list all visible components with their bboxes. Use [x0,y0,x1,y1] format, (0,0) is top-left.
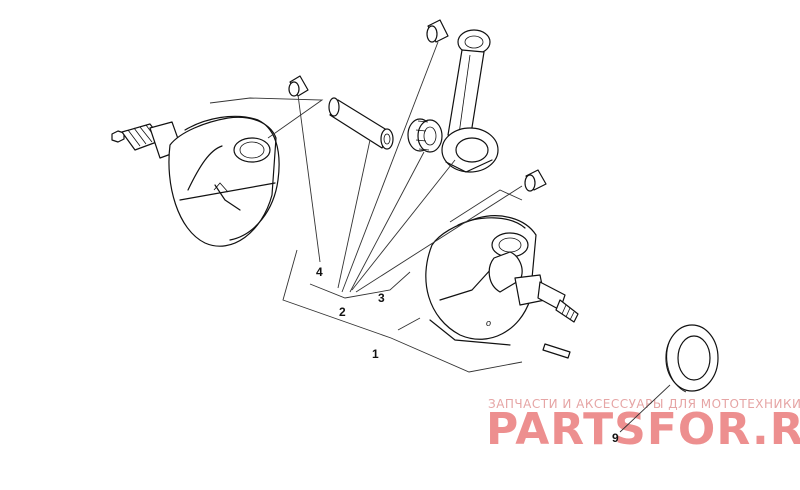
callout-9: 9 [612,431,619,445]
watermark: ЗАПЧАСТИ И АКСЕССУАРЫ ДЛЯ МОТОТЕХНИКИ PA… [486,397,800,455]
callout-numbers: 4 2 3 1 9 [316,265,619,445]
callout-4: 4 [316,265,323,279]
thrust-washer [665,324,719,393]
callout-3: 3 [378,291,385,305]
stamp-mark: o [486,318,491,328]
left-bushing [288,75,309,97]
connecting-rod [441,29,499,173]
callout-2: 2 [339,305,346,319]
right-bushing [524,169,547,192]
left-crank-half [111,115,280,247]
callout-lines [209,41,671,433]
top-bushing [426,19,449,43]
right-crank-half: o [425,215,579,346]
watermark-brand: PARTSFOR.RU [486,404,800,455]
crank-pin [328,97,394,150]
watermark-tagline: ЗАПЧАСТИ И АКСЕССУАРЫ ДЛЯ МОТОТЕХНИКИ [488,397,800,411]
dowel-pin [542,343,571,359]
callout-1: 1 [372,347,379,361]
needle-bearing [407,118,443,153]
